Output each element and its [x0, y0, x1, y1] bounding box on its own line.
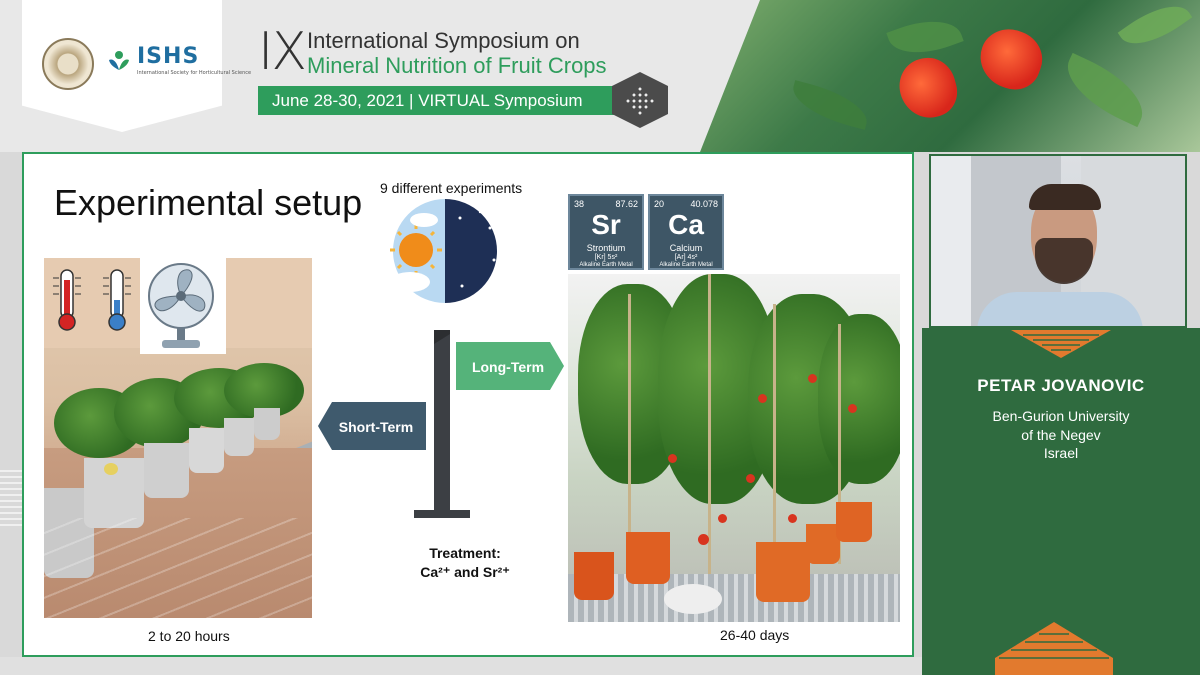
treatment-label: Treatment: Ca²⁺ and Sr²⁺ [410, 544, 520, 582]
short-term-caption: 2 to 20 hours [148, 628, 230, 644]
electron-config: [Ar] 4s² [674, 254, 698, 261]
treatment-ions: Ca²⁺ and Sr²⁺ [420, 564, 510, 580]
affiliation-line: Ben-Gurion University [992, 408, 1130, 424]
electron-config: [Kr] 5s² [594, 254, 618, 261]
element-name: Calcium [669, 243, 703, 253]
element-symbol: Sr [591, 209, 621, 240]
short-term-sign: Short-Term [338, 419, 414, 435]
chevron-down-icon [1011, 330, 1111, 358]
element-name: Strontium [586, 243, 626, 253]
atomic-number: 38 [574, 199, 585, 209]
affiliation-line: of the Negev [1021, 426, 1101, 443]
element-group: Alkaline Earth Metal [659, 262, 713, 268]
ishs-logo-text: ISHS [137, 44, 200, 69]
presentation-slide: Experimental setup [22, 152, 914, 657]
element-tile-strontium: 38 87.62 Sr Strontium [Kr] 5s² Alkaline … [568, 194, 644, 270]
element-group: Alkaline Earth Metal [579, 262, 633, 268]
element-symbol: Ca [668, 209, 704, 240]
signpost-icon [318, 330, 564, 518]
video-frame [931, 156, 1185, 326]
affiliation-line: Israel [1043, 445, 1079, 461]
long-term-sign: Long-Term [471, 359, 545, 375]
ishs-leaf-icon [109, 51, 129, 70]
stripe-decoration [0, 470, 22, 530]
day-night-icon [390, 199, 497, 303]
speaker-name: PETAR JOVANOVIC [977, 376, 1145, 395]
short-term-setup-photo [44, 258, 312, 618]
speaker-shirt [977, 292, 1143, 326]
speaker-info-panel [922, 328, 1200, 675]
atomic-mass: 40.078 [690, 199, 718, 209]
long-term-caption: 26-40 days [720, 627, 790, 643]
speaker-affiliation: Ben-Gurion University of the Negev Israe… [922, 407, 1200, 463]
long-term-greenhouse-photo [568, 274, 900, 622]
symposium-title-line1: International Symposium on [307, 28, 580, 53]
thermometer-hot-icon [53, 269, 81, 331]
ishs-logo-subtitle: International Society for Horticultural … [137, 70, 252, 76]
experiments-count-label: 9 different experiments [380, 180, 523, 196]
thermometer-cold-icon [103, 269, 131, 331]
fan-icon [148, 263, 214, 348]
treatment-heading: Treatment: [429, 545, 501, 561]
element-tile-calcium: 20 40.078 Ca Calcium [Ar] 4s² Alkaline E… [648, 194, 724, 270]
research-seal-logo [42, 38, 94, 90]
symposium-title-line2: Mineral Nutrition of Fruit Crops [307, 53, 607, 78]
atomic-number: 20 [654, 199, 665, 209]
bottom-strip [0, 657, 922, 675]
atomic-mass: 87.62 [615, 199, 638, 209]
speaker-video-feed [929, 154, 1187, 328]
date-venue-bar: June 28-30, 2021 | VIRTUAL Symposium [258, 86, 640, 115]
edition-numeral: IX [258, 22, 307, 82]
slide-title: Experimental setup [54, 182, 363, 223]
symposium-banner: ISHS International Society for Horticult… [0, 0, 1200, 152]
chevron-up-icon [995, 622, 1113, 675]
